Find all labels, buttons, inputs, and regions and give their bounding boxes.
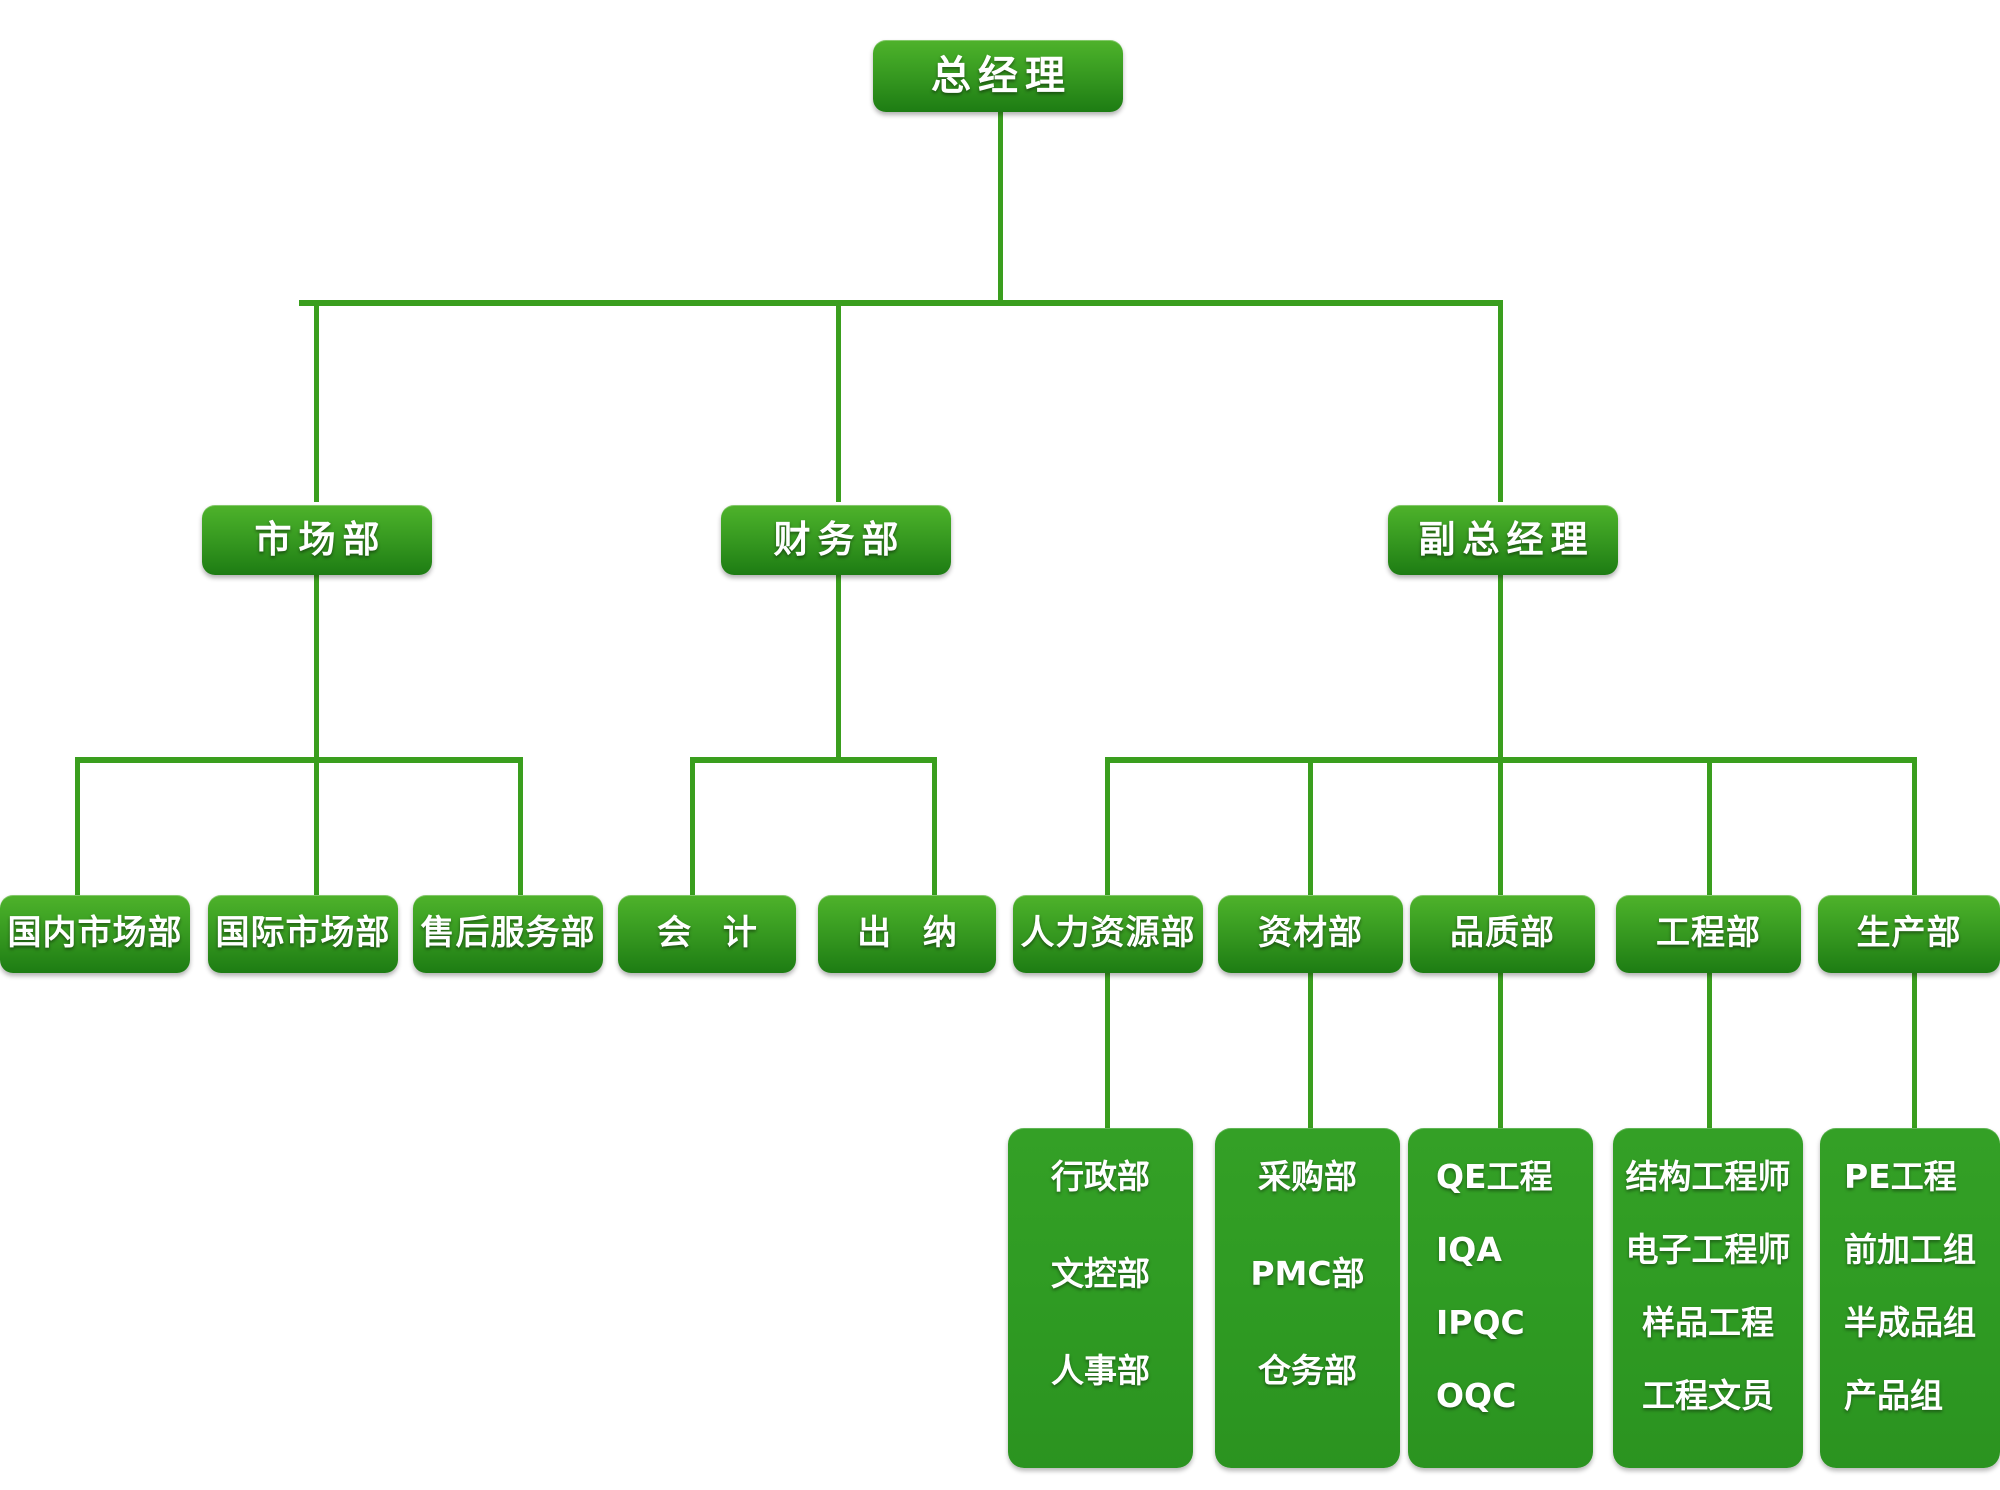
- node-label-domestic-market-dept: 国内市场部: [7, 913, 183, 954]
- connector-bus-to-aftersales: [518, 757, 523, 897]
- group-human-resources[interactable]: 行政部 文控部 人事部: [1008, 1128, 1193, 1468]
- connector-deputy-gm-bus: [1105, 757, 1917, 763]
- node-label-finance-dept: 财务部: [773, 517, 906, 561]
- node-label-cashier: 出 纳: [857, 913, 967, 954]
- node-domestic-market-dept[interactable]: 国内市场部: [0, 895, 190, 973]
- group-item-production-1: 前加工组: [1844, 1230, 1976, 1269]
- connector-bus-to-accounting: [690, 757, 695, 897]
- group-item-materials-2: 仓务部: [1258, 1351, 1357, 1390]
- node-human-resources-dept[interactable]: 人力资源部: [1013, 895, 1203, 973]
- group-item-production-2: 半成品组: [1844, 1303, 1976, 1342]
- connector-bus-to-cashier: [932, 757, 937, 897]
- node-finance-dept[interactable]: 财务部: [721, 505, 951, 575]
- connector-bus-to-quality: [1498, 757, 1503, 897]
- group-item-quality-0: QE工程: [1436, 1157, 1553, 1196]
- connector-bus-to-finance: [836, 300, 841, 502]
- group-item-engineering-2: 样品工程: [1642, 1303, 1774, 1342]
- node-aftersales-service-dept[interactable]: 售后服务部: [413, 895, 603, 973]
- node-quality-dept[interactable]: 品质部: [1410, 895, 1595, 973]
- group-item-quality-3: OQC: [1436, 1376, 1517, 1415]
- connector-engineering-to-group: [1707, 970, 1712, 1130]
- connector-production-to-group: [1912, 970, 1917, 1130]
- connector-bus-to-materials: [1308, 757, 1313, 897]
- node-cashier[interactable]: 出 纳: [818, 895, 996, 973]
- connector-bus-to-production: [1912, 757, 1917, 897]
- node-international-market-dept[interactable]: 国际市场部: [208, 895, 398, 973]
- group-item-hr-2: 人事部: [1051, 1351, 1150, 1390]
- node-label-production-dept: 生产部: [1856, 913, 1962, 954]
- node-label-materials-dept: 资材部: [1258, 913, 1363, 954]
- connector-gm-down: [998, 103, 1003, 303]
- connector-marketing-bus: [75, 757, 523, 763]
- group-item-production-3: 产品组: [1844, 1376, 1943, 1415]
- node-label-engineering-dept: 工程部: [1656, 913, 1761, 954]
- node-label-international-market-dept: 国际市场部: [215, 913, 391, 954]
- connector-bus-to-domestic: [75, 757, 80, 897]
- node-label-marketing-dept: 市场部: [254, 517, 387, 561]
- group-engineering[interactable]: 结构工程师 电子工程师 样品工程 工程文员: [1613, 1128, 1803, 1468]
- group-item-quality-2: IPQC: [1436, 1303, 1525, 1342]
- connector-bus-to-hr: [1105, 757, 1110, 897]
- group-production[interactable]: PE工程 前加工组 半成品组 产品组: [1820, 1128, 2000, 1468]
- connector-bus-to-international: [314, 757, 319, 897]
- connector-bus-to-engineering: [1707, 757, 1712, 897]
- group-item-materials-0: 采购部: [1258, 1157, 1357, 1196]
- node-label-deputy-general-manager: 副总经理: [1418, 517, 1595, 561]
- connector-finance-bus: [690, 757, 937, 763]
- node-accounting[interactable]: 会 计: [618, 895, 796, 973]
- group-item-engineering-3: 工程文员: [1642, 1376, 1774, 1415]
- connector-quality-to-group: [1498, 970, 1503, 1130]
- node-marketing-dept[interactable]: 市场部: [202, 505, 432, 575]
- node-label-general-manager: 总经理: [931, 53, 1072, 99]
- node-label-quality-dept: 品质部: [1450, 913, 1555, 954]
- group-item-quality-1: IQA: [1436, 1230, 1502, 1269]
- node-general-manager[interactable]: 总经理: [873, 40, 1123, 112]
- group-item-materials-1: PMC部: [1250, 1254, 1365, 1293]
- connector-marketing-down: [314, 571, 319, 761]
- connector-bus-to-deputy-gm: [1498, 300, 1503, 502]
- group-item-engineering-0: 结构工程师: [1625, 1157, 1791, 1196]
- node-label-accounting: 会 计: [657, 913, 767, 954]
- group-item-hr-0: 行政部: [1051, 1157, 1150, 1196]
- group-item-production-0: PE工程: [1844, 1157, 1957, 1196]
- group-item-hr-1: 文控部: [1051, 1254, 1150, 1293]
- node-label-aftersales-service-dept: 售后服务部: [420, 913, 596, 954]
- connector-finance-down: [836, 571, 841, 761]
- connector-bus-to-marketing: [314, 300, 319, 502]
- connector-level2-bus: [299, 300, 1503, 306]
- node-deputy-general-manager[interactable]: 副总经理: [1388, 505, 1618, 575]
- group-materials[interactable]: 采购部 PMC部 仓务部: [1215, 1128, 1400, 1468]
- connector-materials-to-group: [1308, 970, 1313, 1130]
- connector-deputy-gm-down: [1498, 571, 1503, 761]
- group-item-engineering-1: 电子工程师: [1625, 1230, 1791, 1269]
- node-materials-dept[interactable]: 资材部: [1218, 895, 1403, 973]
- group-quality[interactable]: QE工程 IQA IPQC OQC: [1408, 1128, 1593, 1468]
- connector-hr-to-group: [1105, 970, 1110, 1130]
- node-label-human-resources-dept: 人力资源部: [1020, 913, 1196, 954]
- node-engineering-dept[interactable]: 工程部: [1616, 895, 1801, 973]
- node-production-dept[interactable]: 生产部: [1818, 895, 2000, 973]
